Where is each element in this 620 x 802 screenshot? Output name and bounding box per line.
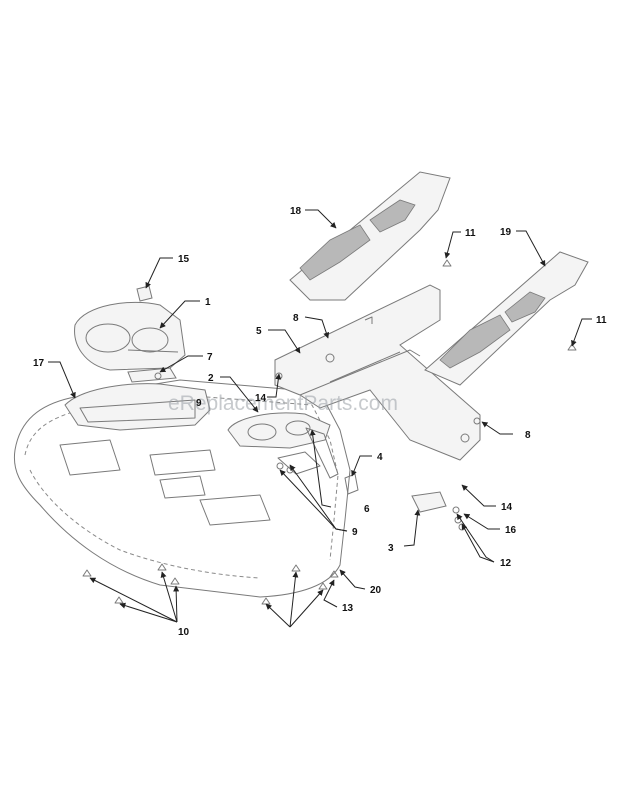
leader-lines (48, 209, 592, 628)
floor-plate-19 (424, 251, 589, 386)
cup-holder-2 (227, 412, 331, 449)
fasteners (82, 259, 577, 605)
callout-20: 20 (370, 585, 382, 596)
callout-8-top: 8 (293, 313, 299, 324)
callout-19: 19 (500, 227, 512, 238)
callout-17: 17 (33, 358, 45, 369)
clip-15 (136, 285, 153, 302)
bracket-7 (127, 367, 177, 383)
callout-10: 10 (178, 627, 190, 638)
callout-labels: 1 2 3 4 5 6 7 8 8 9 9 10 11 11 12 13 14 … (33, 206, 607, 638)
callout-14-right: 14 (501, 502, 513, 513)
callout-7: 7 (207, 352, 213, 363)
callout-9-left: 9 (196, 398, 202, 409)
callout-9-right: 9 (352, 527, 358, 538)
callout-8-right: 8 (525, 430, 531, 441)
fender-panel-17 (64, 383, 211, 431)
frame-5 (274, 284, 481, 461)
callout-2: 2 (208, 373, 214, 384)
callout-12: 12 (500, 558, 512, 569)
callout-3: 3 (388, 543, 394, 554)
floor-plate-18 (289, 171, 451, 301)
callout-15: 15 (178, 254, 190, 265)
callout-11-right: 11 (596, 315, 607, 326)
pedal-housing-3 (411, 491, 447, 513)
body-fender-shell (13, 379, 351, 598)
cup-holder-tray-1 (74, 301, 186, 371)
watermark-text: eReplacementParts.com (168, 392, 398, 415)
callout-4: 4 (377, 452, 383, 463)
callout-6: 6 (364, 504, 370, 515)
callout-18: 18 (290, 206, 302, 217)
callout-5: 5 (256, 326, 262, 337)
callout-1: 1 (205, 297, 211, 308)
callout-11-top: 11 (465, 228, 476, 239)
callout-13: 13 (342, 603, 354, 614)
callout-16: 16 (505, 525, 517, 536)
callout-14-left: 14 (255, 393, 267, 404)
